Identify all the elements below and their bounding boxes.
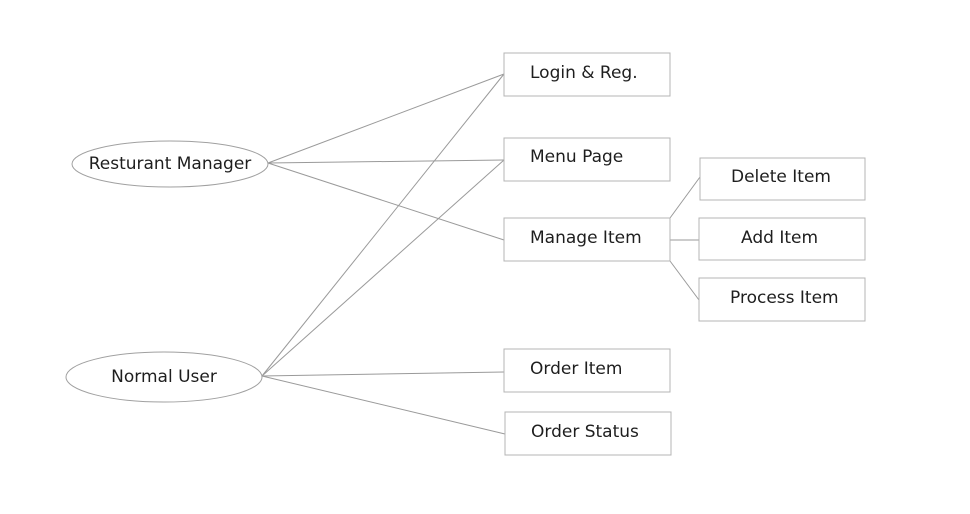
connector-manager-menu	[267, 159, 505, 164]
box-label: Delete Item	[731, 167, 831, 187]
connector-user-menu	[261, 159, 505, 377]
box-label: Process Item	[730, 288, 839, 308]
box-menu-page[interactable]: Menu Page	[503, 137, 671, 182]
actor-label: Normal User	[111, 367, 217, 387]
box-add-item[interactable]: Add Item	[698, 217, 866, 261]
connector-manager-manage	[267, 162, 505, 241]
connector-user-order	[261, 371, 505, 377]
box-manage-item[interactable]: Manage Item	[503, 217, 671, 262]
connector-layer	[261, 73, 701, 435]
box-label: Add Item	[741, 228, 818, 248]
box-label: Manage Item	[530, 228, 642, 248]
box-label: Login & Reg.	[530, 63, 638, 83]
actor-resturant-manager[interactable]: Resturant Manager	[71, 140, 269, 188]
actor-normal-user[interactable]: Normal User	[65, 351, 263, 403]
box-label: Menu Page	[530, 147, 623, 167]
box-delete-item[interactable]: Delete Item	[699, 157, 866, 201]
actor-label: Resturant Manager	[89, 154, 252, 174]
box-order-status[interactable]: Order Status	[504, 411, 672, 456]
box-label: Order Item	[530, 359, 622, 379]
box-login-reg[interactable]: Login & Reg.	[503, 52, 671, 97]
connector-manage-delete	[669, 176, 701, 219]
box-order-item[interactable]: Order Item	[503, 348, 671, 393]
connector-user-status	[261, 375, 506, 435]
box-process-item[interactable]: Process Item	[698, 277, 866, 322]
connector-manage-process	[669, 260, 700, 301]
connector-user-login	[261, 73, 505, 377]
connector-manager-login	[267, 73, 505, 164]
box-label: Order Status	[531, 422, 639, 442]
